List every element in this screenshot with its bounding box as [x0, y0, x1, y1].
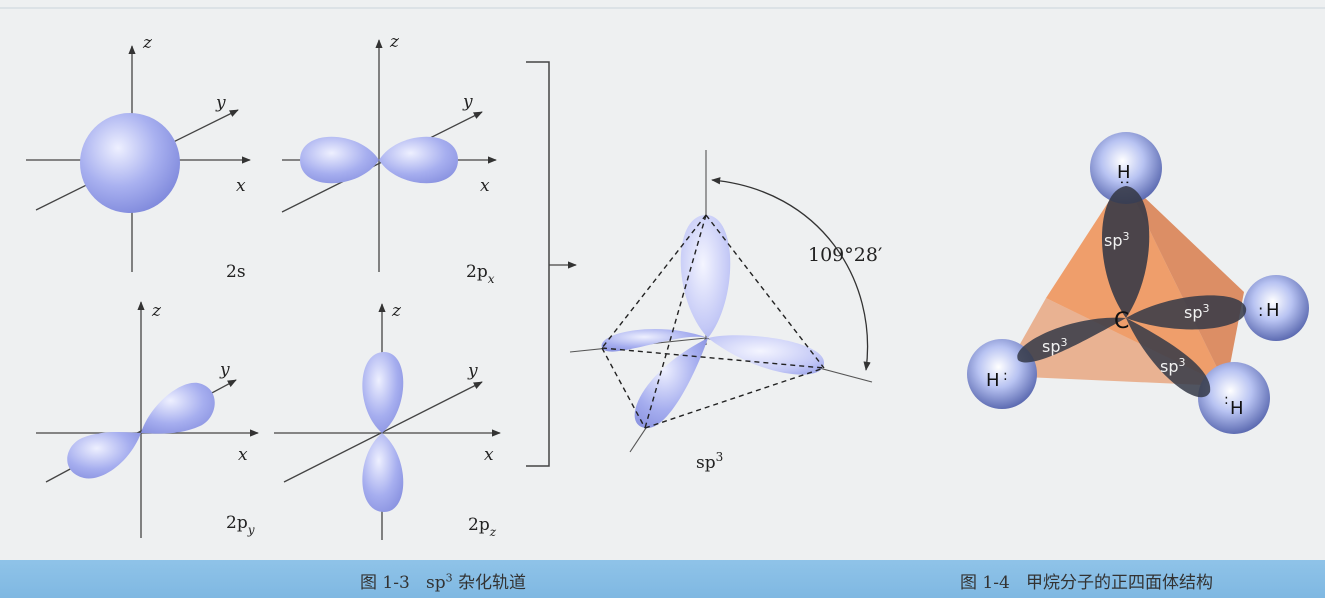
lone-dots: : [1258, 301, 1263, 320]
lone-dots: : [1117, 180, 1133, 185]
methane-model: H : H : H : H : C sp3 sp3 sp3 sp3 [967, 132, 1309, 434]
tetrahedron-face [1124, 178, 1244, 386]
z-axis-label: z [391, 301, 402, 321]
sp3-tag: sp3 [1160, 356, 1186, 376]
y-axis-label: y [467, 361, 478, 381]
figure-1-4-caption: 图 1-4 甲烷分子的正四面体结构 [960, 568, 1213, 593]
caption-sp: sp [426, 573, 446, 593]
sp3-lobe [1126, 295, 1247, 330]
bond-angle-label: 109°28′ [808, 244, 882, 266]
hydrogen-atom [1090, 132, 1162, 204]
x-axis-label: x [236, 176, 246, 196]
y-axis-label: y [462, 92, 473, 112]
hydrogen-label: H [1266, 300, 1280, 321]
lone-dots: : [1224, 392, 1229, 408]
sp3-orbital-diagram: 109°28′ sp3 [569, 150, 882, 473]
z-axis-label: z [142, 33, 153, 53]
hydrogen-label: H [1117, 162, 1131, 183]
pz-lobe-positive [362, 352, 404, 433]
z-axis-label: z [151, 301, 162, 321]
sp3-label: sp3 [696, 450, 723, 473]
py-lobe-negative [67, 432, 141, 479]
sp3-tag: sp3 [1042, 336, 1068, 356]
orbital-2pz-label: 2pz [468, 515, 497, 539]
orbital-2px-label: 2px [466, 262, 495, 286]
carbon-label: C [1114, 309, 1129, 334]
hybridization-bracket [526, 61, 577, 467]
px-lobe-positive [379, 136, 458, 184]
caption-text: 甲烷分子的正四面体结构 [1026, 573, 1213, 593]
lone-dots: : [1003, 368, 1008, 384]
caption-text: 杂化轨道 [458, 573, 527, 593]
sp3-lobe [1126, 318, 1211, 398]
caption-number: 图 1-3 [360, 573, 410, 593]
bond-angle-arc [711, 177, 871, 371]
caption-bar [0, 560, 1325, 598]
orbital-2s-label: 2s [226, 262, 246, 282]
figure-1-3-caption: 图 1-3 sp3 杂化轨道 [360, 568, 526, 593]
caption-number: 图 1-4 [960, 573, 1010, 593]
sp3-tag: sp3 [1104, 230, 1130, 250]
z-axis-label: z [389, 32, 400, 52]
sp3-tag: sp3 [1184, 302, 1210, 322]
pz-lobe-negative [362, 433, 404, 512]
hydrogen-atom [1198, 362, 1270, 434]
sp3-lobe [1017, 317, 1126, 363]
orbital-2pz-panel: z y x 2pz [274, 301, 501, 540]
caption-sup: 3 [445, 571, 453, 585]
px-lobe-negative [300, 136, 379, 184]
orbital-2py-panel: z y x 2py [36, 301, 259, 538]
orbital-2s-panel: z y x 2s [26, 33, 251, 282]
x-axis-label: x [484, 445, 494, 465]
orbital-2px-panel: z y x 2px [281, 32, 497, 286]
y-axis-label: y [219, 360, 230, 380]
y-axis-label: y [215, 93, 226, 113]
hydrogen-label: H [1230, 398, 1244, 419]
sp3-lobe-down [634, 338, 708, 429]
orbital-2py-label: 2py [226, 513, 255, 537]
hydrogen-label: H [986, 370, 1000, 391]
x-axis-label: x [238, 445, 248, 465]
sp3-lobe-right [708, 335, 825, 375]
hydrogen-atom [1243, 275, 1309, 341]
x-axis-label: x [480, 176, 490, 196]
s-orbital-sphere [80, 113, 180, 213]
sp3-lobe-left [601, 329, 708, 352]
py-lobe-positive [141, 382, 215, 434]
sp3-lobe [1101, 186, 1150, 318]
